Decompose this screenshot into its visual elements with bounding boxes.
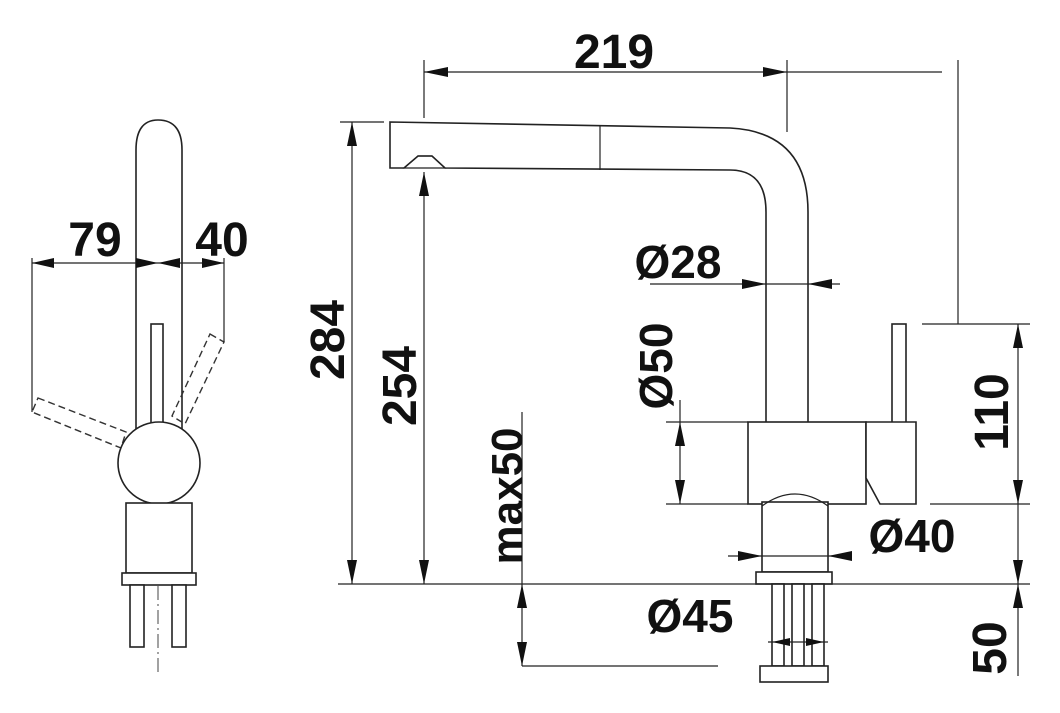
front-spout-column (135, 119, 183, 431)
dim-110: 110 (966, 373, 1019, 450)
arrow (158, 258, 180, 268)
arrow (675, 422, 685, 446)
front-view: 79 40 (31, 119, 249, 672)
front-handle-left-position (31, 397, 127, 449)
dim-284: 284 (302, 300, 355, 380)
arrow (517, 642, 527, 666)
side-body (747, 421, 867, 505)
arrow (1013, 560, 1023, 584)
arrow (828, 551, 852, 561)
arrow (347, 122, 357, 146)
arrow (517, 584, 527, 608)
side-stud-left (771, 583, 785, 667)
side-stud-right (811, 583, 825, 667)
arrow (202, 258, 224, 268)
side-mount-nut (755, 571, 833, 585)
dim-max50: max50 (483, 427, 532, 564)
front-stud-left (129, 584, 145, 648)
side-aerator (402, 155, 447, 169)
arrow (419, 172, 429, 196)
dim-d40: Ø40 (869, 510, 956, 562)
arrow (808, 279, 832, 289)
arrow (419, 560, 429, 584)
arrow (424, 67, 448, 77)
arrow (136, 258, 158, 268)
arrow (1013, 480, 1023, 504)
dim-d28: Ø28 (635, 236, 722, 288)
dim-79: 79 (68, 214, 121, 267)
arrow (347, 560, 357, 584)
dim-219: 219 (574, 26, 654, 79)
dim-50: 50 (964, 621, 1017, 674)
side-handle-lever (891, 323, 907, 425)
arrow (32, 258, 54, 268)
front-handle-upright (150, 323, 164, 435)
arrow (1013, 324, 1023, 348)
arrow (742, 279, 766, 289)
arrow (1013, 584, 1023, 608)
arrow (675, 480, 685, 504)
front-lower-column (125, 502, 193, 574)
side-column-neck (761, 493, 829, 507)
arrow (763, 67, 787, 77)
side-stud-middle (791, 583, 805, 667)
front-mount-nut (121, 572, 197, 586)
dim-d50: Ø50 (630, 323, 682, 410)
arrow (772, 638, 790, 646)
side-spout (389, 121, 809, 433)
arrow (738, 551, 762, 561)
front-stud-right (171, 584, 187, 648)
side-view: 219 284 254 max50 Ø28 Ø50 (302, 26, 1030, 683)
arrow (806, 638, 824, 646)
side-stud-foot (759, 665, 829, 683)
side-lower-column (761, 501, 829, 573)
dim-d45: Ø45 (647, 590, 734, 642)
dim-40: 40 (195, 214, 248, 267)
front-body-circle (117, 421, 201, 505)
side-handle-block (865, 421, 917, 505)
dim-254: 254 (374, 346, 427, 426)
